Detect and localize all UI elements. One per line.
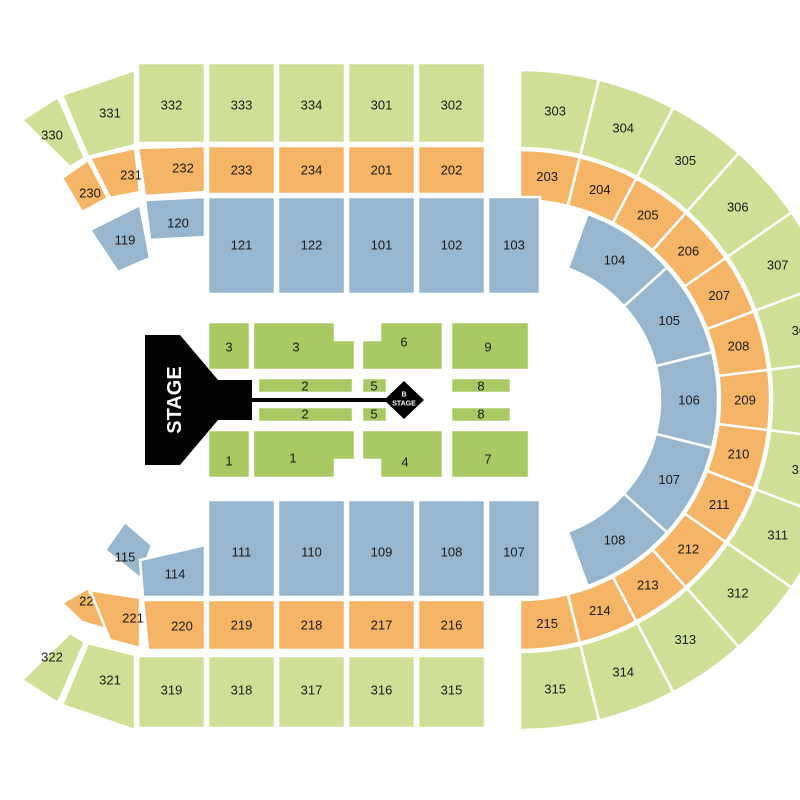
section-316[interactable] xyxy=(346,654,417,730)
section-321[interactable] xyxy=(60,641,137,732)
section-332[interactable] xyxy=(136,61,207,145)
main-stage[interactable] xyxy=(145,335,390,465)
section-107[interactable] xyxy=(486,498,542,599)
section-3[interactable] xyxy=(251,320,357,372)
section-331[interactable] xyxy=(60,68,137,159)
section-1[interactable] xyxy=(251,428,357,480)
section-232[interactable] xyxy=(136,144,207,198)
section-114[interactable] xyxy=(138,543,207,599)
section-318[interactable] xyxy=(206,654,277,730)
section-120[interactable] xyxy=(143,195,207,242)
section-209[interactable] xyxy=(717,368,772,432)
section-2[interactable] xyxy=(256,405,355,424)
section-330[interactable] xyxy=(20,95,87,169)
section-315[interactable] xyxy=(518,643,601,732)
section-201[interactable] xyxy=(346,144,417,196)
section-220[interactable] xyxy=(141,598,207,652)
section-334[interactable] xyxy=(276,61,347,145)
section-5[interactable] xyxy=(360,376,389,395)
section-1[interactable] xyxy=(206,428,252,480)
section-319[interactable] xyxy=(136,654,207,730)
section-6[interactable] xyxy=(360,320,445,372)
section-230[interactable] xyxy=(60,158,110,214)
section-121[interactable] xyxy=(206,195,277,296)
section-301[interactable] xyxy=(346,61,417,145)
section-2[interactable] xyxy=(256,376,355,395)
section-109[interactable] xyxy=(346,498,417,599)
section-4[interactable] xyxy=(360,428,445,480)
section-317[interactable] xyxy=(276,654,347,730)
section-234[interactable] xyxy=(276,144,347,196)
section-102[interactable] xyxy=(416,195,487,296)
section-106[interactable] xyxy=(654,350,720,450)
section-218[interactable] xyxy=(276,598,347,652)
section-7[interactable] xyxy=(449,428,531,480)
section-233[interactable] xyxy=(206,144,277,196)
section-101[interactable] xyxy=(346,195,417,296)
section-103[interactable] xyxy=(486,195,542,296)
section-302[interactable] xyxy=(416,61,487,145)
section-3[interactable] xyxy=(206,320,252,372)
section-315[interactable] xyxy=(416,654,487,730)
section-8[interactable] xyxy=(449,376,513,395)
section-221[interactable] xyxy=(88,588,142,650)
section-122[interactable] xyxy=(276,195,347,296)
section-216[interactable] xyxy=(416,598,487,652)
section-231[interactable] xyxy=(88,146,142,200)
b-stage[interactable] xyxy=(384,381,424,419)
section-108[interactable] xyxy=(566,491,669,588)
section-309[interactable] xyxy=(768,360,800,440)
section-308[interactable] xyxy=(753,283,800,371)
section-202[interactable] xyxy=(416,144,487,196)
section-5[interactable] xyxy=(360,405,389,424)
section-9[interactable] xyxy=(449,320,531,372)
section-110[interactable] xyxy=(276,498,347,599)
section-322[interactable] xyxy=(20,631,87,705)
section-217[interactable] xyxy=(346,598,417,652)
section-108[interactable] xyxy=(416,498,487,599)
section-219[interactable] xyxy=(206,598,277,652)
section-111[interactable] xyxy=(206,498,277,599)
section-333[interactable] xyxy=(206,61,277,145)
section-8[interactable] xyxy=(449,405,513,424)
section-215[interactable] xyxy=(518,592,582,652)
section-119[interactable] xyxy=(88,203,152,274)
